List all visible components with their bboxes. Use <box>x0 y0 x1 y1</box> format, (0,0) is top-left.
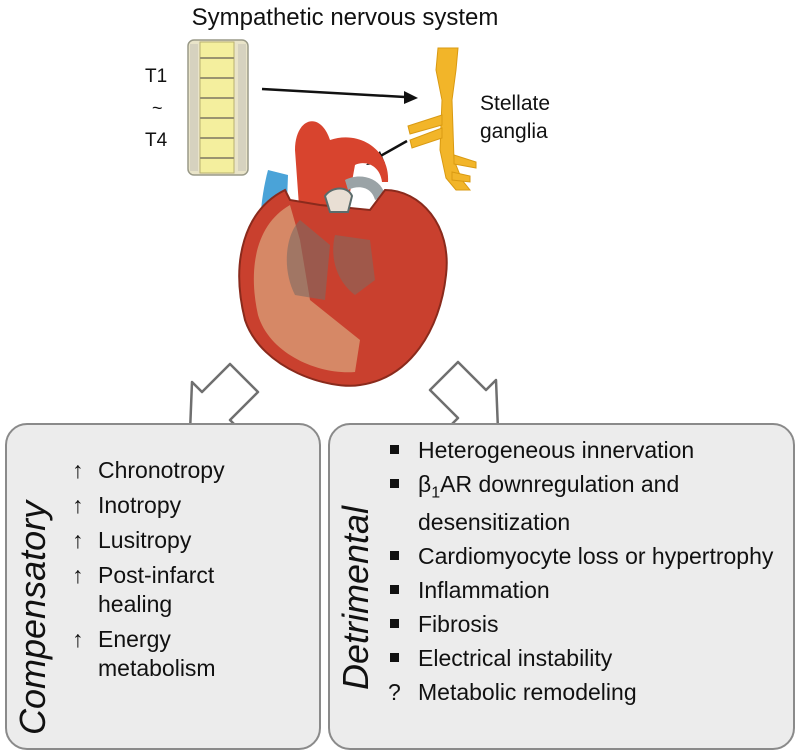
compensatory-item: ↑Inotropy <box>72 492 182 518</box>
detrimental-item: Electrical instability <box>388 644 788 672</box>
spine-label-t4: T4 <box>145 130 168 151</box>
square-bullet-icon <box>390 479 399 488</box>
compensatory-item: ↑Chronotropy <box>72 457 225 483</box>
up-arrow-icon: ↑ <box>72 492 84 518</box>
up-arrow-icon: ↑ <box>72 457 84 483</box>
detrimental-item: β1AR downregulation and desensitization <box>388 470 788 536</box>
arrow-to-compensatory <box>188 362 260 434</box>
spine-label-tilde: ~ <box>152 98 163 118</box>
detrimental-box <box>328 423 795 750</box>
detrimental-item: Cardiomyocyte loss or hypertrophy <box>388 542 788 570</box>
up-arrow-icon: ↑ <box>72 562 84 588</box>
square-bullet-icon <box>390 584 399 594</box>
spinal-column <box>187 39 249 176</box>
detrimental-item: Fibrosis <box>388 610 788 638</box>
question-mark-icon: ? <box>388 678 401 705</box>
heart <box>238 121 448 387</box>
square-bullet-icon <box>390 550 399 560</box>
up-arrow-icon: ↑ <box>72 527 84 553</box>
compensatory-list: ↑Chronotropy ↑Inotropy ↑Lusitropy ↑Post-… <box>72 456 312 689</box>
compensatory-label: Compensatory <box>12 500 53 735</box>
detrimental-item: Inflammation <box>388 576 788 604</box>
detrimental-list: Heterogeneous innervation β1AR downregul… <box>388 436 788 712</box>
up-arrow-icon: ↑ <box>72 626 84 652</box>
compensatory-box <box>5 423 321 750</box>
stellate-label-line2: ganglia <box>480 120 548 143</box>
detrimental-label: Detrimental <box>335 505 376 690</box>
detrimental-item: Heterogeneous innervation <box>388 436 788 464</box>
diagram-title: Sympathetic nervous system <box>191 4 499 31</box>
arrow-spine-to-ganglia <box>261 87 418 104</box>
stellate-ganglia <box>407 47 477 191</box>
stellate-ganglia-label: Stellate ganglia <box>480 90 550 146</box>
square-bullet-icon <box>390 652 399 662</box>
arrow-to-detrimental <box>428 360 500 432</box>
square-bullet-icon <box>390 618 399 628</box>
compensatory-item: ↑Lusitropy <box>72 527 192 553</box>
detrimental-question-item: ?Metabolic remodeling <box>388 678 637 705</box>
square-bullet-icon <box>390 445 399 454</box>
spine-label-t1: T1 <box>145 66 168 87</box>
stellate-label-line1: Stellate <box>480 92 551 115</box>
